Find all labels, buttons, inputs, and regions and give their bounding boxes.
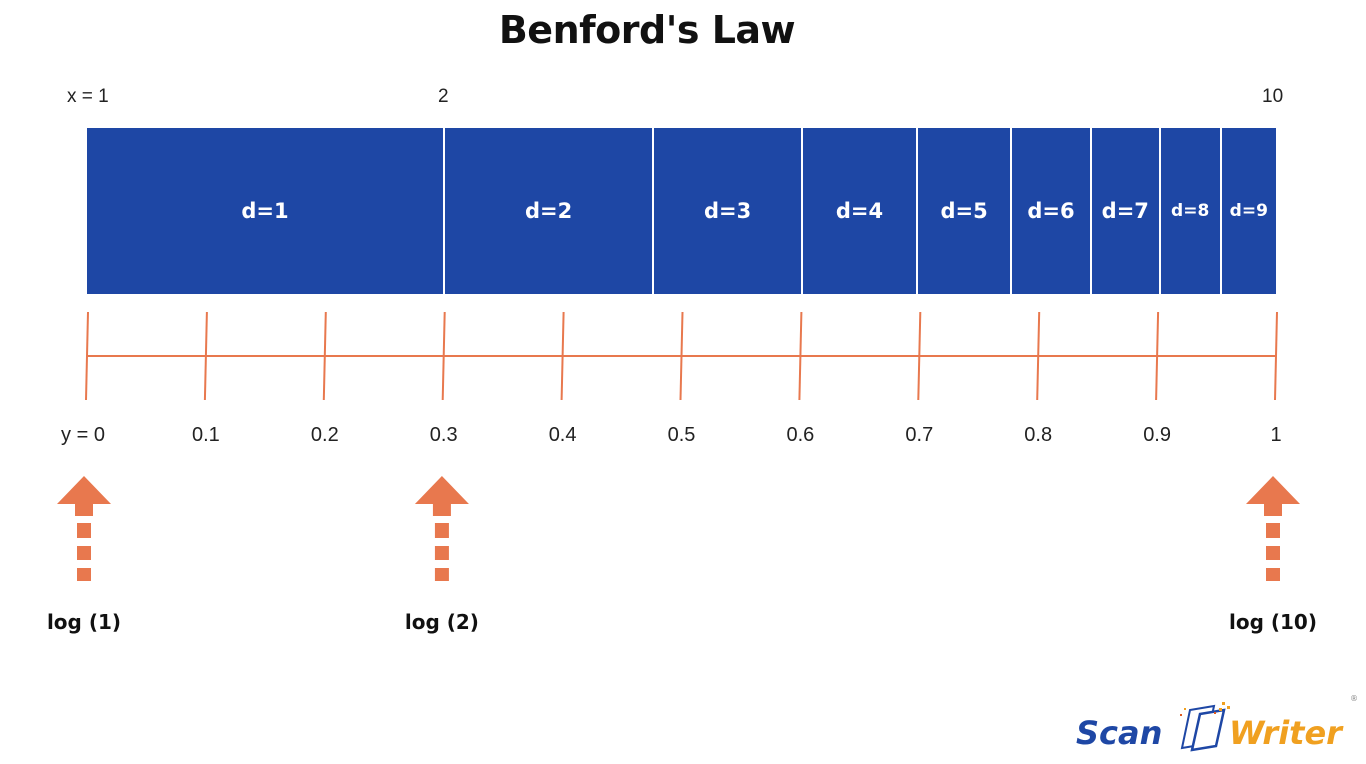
axis-tick-5 [679, 311, 684, 401]
registered-mark: ® [1350, 694, 1358, 703]
x-label-10: 10 [1262, 86, 1284, 107]
x-label-2: 2 [438, 86, 449, 107]
segment-d-3: d=3 [654, 128, 803, 294]
segment-d-1: d=1 [87, 128, 445, 294]
segment-d-7: d=7 [1091, 128, 1161, 294]
y-tick-label: 0.5 [667, 424, 696, 446]
up-arrow-icon [57, 476, 111, 581]
y-tick-label: 0.7 [905, 424, 934, 446]
up-arrow-icon [1246, 476, 1300, 581]
log-label: log (1) [46, 610, 122, 634]
page-title: Benford's Law [498, 8, 796, 52]
axis-tick-7 [917, 311, 922, 401]
y-tick-label: 0.2 [310, 424, 339, 446]
axis-tick-0 [85, 311, 89, 401]
log-label: log (2) [404, 610, 479, 634]
y-tick-label: 0.3 [429, 424, 458, 446]
scanwriter-logo: Scan Writer ® [1076, 694, 1362, 760]
axis-tick-4 [560, 311, 565, 401]
y-tick-label: 0.4 [548, 424, 577, 446]
logo-writer-text: Writer [1229, 714, 1342, 752]
up-arrow-icon [414, 476, 469, 581]
x-label-1: x = 1 [67, 86, 109, 107]
axis-tick-9 [1155, 311, 1160, 401]
axis-tick-1 [203, 311, 208, 401]
log-label: log (10) [1229, 610, 1317, 634]
y-tick-label: 0.8 [1024, 424, 1053, 446]
segment-d-5: d=5 [918, 128, 1013, 294]
document-icon [1180, 702, 1230, 752]
axis-tick-6 [798, 311, 803, 401]
axis-tick-8 [1036, 311, 1041, 401]
segment-d-6: d=6 [1012, 128, 1092, 294]
axis-tick-10 [1274, 311, 1278, 401]
y-tick-label: y = 0 [61, 424, 105, 446]
axis-tick-2 [322, 311, 327, 401]
segment-d-2: d=2 [444, 128, 655, 294]
y-tick-label: 1 [1270, 424, 1282, 446]
segment-d-8: d=8 [1160, 128, 1222, 294]
y-tick-label: 0.1 [191, 424, 220, 446]
segment-d-4: d=4 [802, 128, 919, 294]
y-tick-label: 0.9 [1143, 424, 1171, 446]
logo-scan-text: Scan [1076, 714, 1163, 752]
y-tick-label: 0.6 [786, 424, 815, 446]
segment-d-9: d=9 [1221, 128, 1276, 294]
axis-tick-3 [441, 311, 446, 401]
